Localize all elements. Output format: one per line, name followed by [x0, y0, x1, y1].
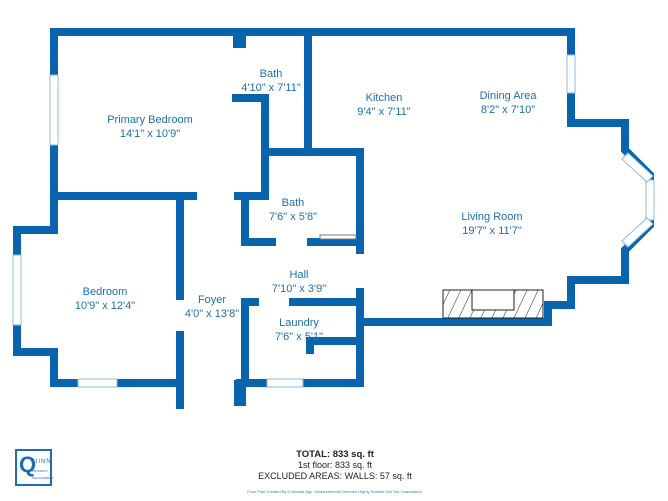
window — [266, 378, 304, 388]
total-area: TOTAL: 833 sq. ft — [296, 449, 374, 460]
floor-area: 1st floor: 833 sq. ft — [297, 460, 373, 470]
window — [621, 217, 654, 248]
walls — [13, 28, 654, 409]
disclaimer: Floor Plan Created By Cubicasa App. Meas… — [247, 489, 423, 494]
window — [645, 179, 655, 221]
fireplace — [442, 289, 544, 319]
bathtub-edge — [319, 234, 357, 240]
excluded-area: EXCLUDED AREAS: WALLS: 57 sq. ft — [258, 471, 412, 481]
window — [566, 54, 576, 94]
quinn-logo: Q UINN PROPERTY MANAGEMENT — [15, 449, 54, 486]
windows — [12, 54, 655, 388]
window — [77, 378, 118, 388]
window — [12, 254, 22, 326]
area-summary: TOTAL: 833 sq. ft 1st floor: 833 sq. ft … — [247, 449, 423, 497]
window — [621, 152, 654, 183]
window — [49, 74, 59, 146]
